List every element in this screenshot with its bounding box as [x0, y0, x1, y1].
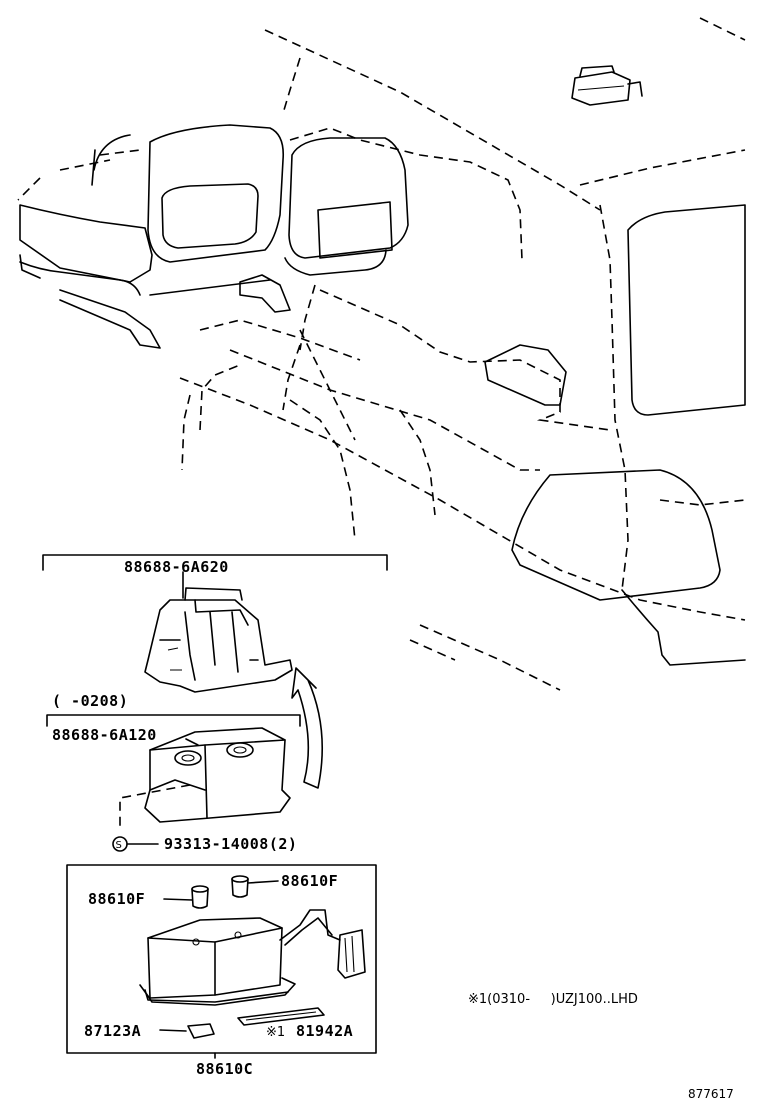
bracket-lower-leader	[185, 738, 199, 746]
bracket-lower	[144, 727, 291, 823]
vehicle-body-outline	[17, 17, 746, 691]
mounted-unit-roof	[571, 65, 643, 106]
screw-part-number: 93313-14008(2)	[164, 835, 297, 853]
rear-seats	[19, 124, 409, 349]
bracket-upper-part-number: 88688-6A620	[124, 558, 229, 576]
clip	[187, 1023, 215, 1039]
bracket-lower-part-number: 88688-6A120	[52, 726, 157, 744]
label-part-number: 81942A	[296, 1022, 353, 1040]
clip-part-number: 87123A	[84, 1022, 141, 1040]
label-strip	[237, 1007, 325, 1026]
tail-lamp	[511, 469, 721, 601]
figure-id: 877617	[688, 1087, 734, 1101]
rear-bumper	[621, 589, 746, 666]
cap-left	[191, 885, 209, 909]
cap-right-part-number: 88610F	[281, 872, 338, 890]
clip-leader	[159, 1029, 187, 1032]
assembly-arrow-icon	[291, 667, 324, 789]
rear-window	[627, 204, 746, 416]
bracket-upper-callout	[42, 554, 388, 571]
date-range: ( -0208)	[52, 692, 128, 710]
label-strip-line	[245, 1011, 317, 1021]
screw-symbol: S	[116, 840, 122, 851]
applicability-footnote: ※1(0310- )UZJ100..LHD	[468, 992, 638, 1007]
screw-leader-dashed	[119, 784, 191, 830]
bracket-upper	[144, 571, 293, 693]
cap-left-part-number: 88610F	[88, 890, 145, 908]
unit-part-number: 88610C	[196, 1060, 253, 1078]
unit-frame	[66, 864, 377, 1054]
cap-right	[231, 875, 249, 898]
side-reflector	[484, 344, 567, 406]
unit-88610c	[139, 909, 366, 1006]
cap-right-leader	[247, 880, 279, 884]
cap-left-leader	[163, 898, 193, 901]
label-marker: ※1	[266, 1025, 285, 1040]
bracket-lower-callout	[46, 714, 301, 727]
